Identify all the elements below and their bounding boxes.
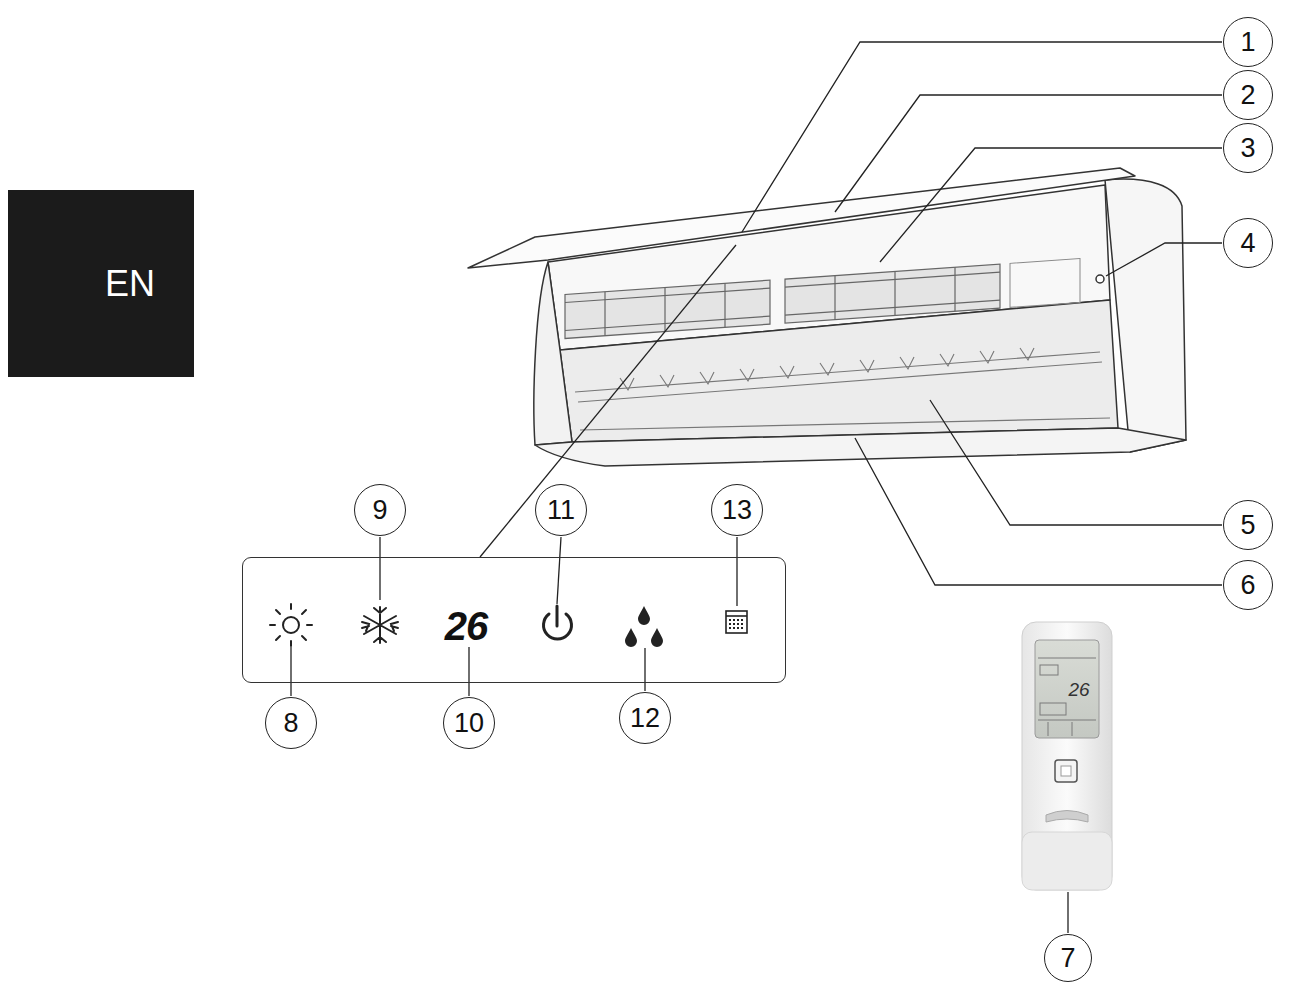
callout-number: 1	[1223, 17, 1273, 67]
callout-number: 6	[1223, 560, 1273, 610]
temperature-readout: 26	[445, 604, 488, 649]
callout-number: 12	[619, 692, 671, 744]
callout-number-text: 2	[1240, 80, 1255, 111]
callout-number-text: 12	[630, 703, 660, 734]
callout-number-text: 9	[372, 495, 387, 526]
callout-number: 10	[443, 697, 495, 749]
callout-number: 9	[354, 484, 406, 536]
language-code: EN	[105, 263, 155, 305]
callout-number: 7	[1044, 934, 1092, 982]
callout-number-text: 11	[547, 495, 575, 526]
callout-number-text: 4	[1240, 228, 1255, 259]
callout-number: 8	[265, 697, 317, 749]
callout-number: 5	[1223, 500, 1273, 550]
callout-number-text: 7	[1060, 943, 1075, 974]
callout-number: 13	[711, 484, 763, 536]
callout-number: 2	[1223, 70, 1273, 120]
callout-number: 11	[535, 484, 587, 536]
callout-number: 3	[1223, 123, 1273, 173]
callout-number: 4	[1223, 218, 1273, 268]
callout-number-text: 3	[1240, 133, 1255, 164]
callout-number-text: 6	[1240, 570, 1255, 601]
callout-number-text: 10	[454, 708, 484, 739]
callout-number-text: 5	[1240, 510, 1255, 541]
callout-number-text: 13	[722, 495, 752, 526]
language-tab: EN	[8, 190, 194, 377]
callout-number-text: 8	[283, 708, 298, 739]
remote-display-reading: 26	[1068, 679, 1089, 701]
callout-number-text: 1	[1240, 27, 1255, 58]
display-panel: 26	[242, 557, 786, 683]
